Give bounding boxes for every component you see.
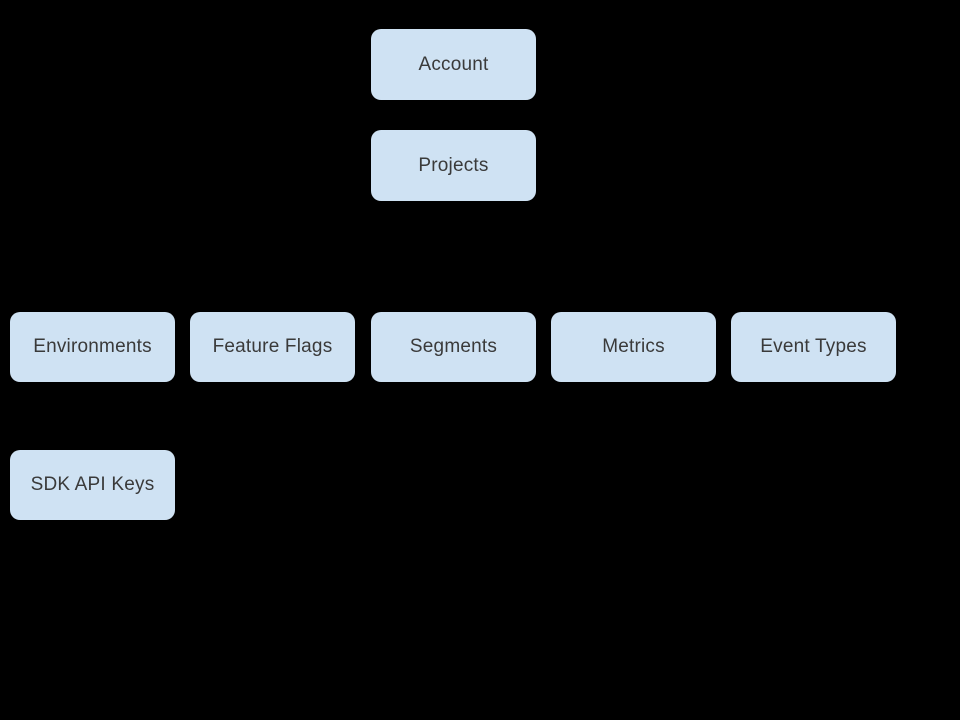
node-projects-label: Projects: [418, 154, 489, 176]
node-feature-flags: Feature Flags: [190, 312, 355, 382]
node-feature-flags-label: Feature Flags: [212, 336, 333, 357]
node-account: Account: [371, 29, 536, 100]
node-event-types: Event Types: [731, 312, 896, 382]
node-segments: Segments: [371, 312, 536, 382]
node-environments: Environments: [10, 312, 175, 382]
node-sdk-api-keys-label: SDK API Keys: [30, 474, 155, 495]
node-segments-label: Segments: [409, 336, 498, 357]
node-sdk-api-keys: SDK API Keys: [10, 450, 175, 520]
node-event-types-label: Event Types: [760, 336, 867, 357]
node-projects: Projects: [371, 130, 536, 201]
node-environments-label: Environments: [33, 336, 152, 357]
node-metrics-label: Metrics: [602, 336, 665, 357]
node-metrics: Metrics: [551, 312, 716, 382]
node-account-label: Account: [418, 53, 489, 75]
